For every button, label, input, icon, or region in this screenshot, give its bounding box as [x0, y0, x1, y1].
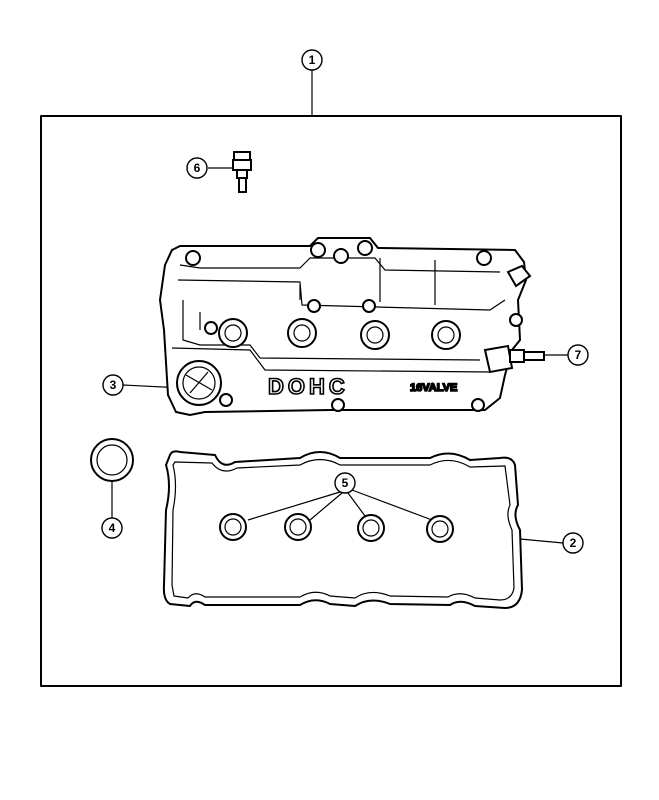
callout-5-label: 5	[342, 476, 349, 490]
callout-2: 2	[562, 532, 584, 554]
leader-lines	[111, 70, 568, 544]
seal-ring	[90, 438, 134, 482]
bolt-part	[232, 151, 252, 193]
callout-4-label: 4	[109, 521, 116, 535]
callout-1-label: 1	[309, 53, 316, 67]
pcv-valve	[483, 344, 545, 374]
callout-3: 3	[102, 374, 124, 396]
callout-4: 4	[101, 517, 123, 539]
callout-2-label: 2	[570, 536, 577, 550]
cover-gasket	[162, 450, 523, 609]
callout-6-label: 6	[194, 161, 201, 175]
callout-7: 7	[567, 344, 589, 366]
callout-5: 5	[334, 472, 356, 494]
cover-text-main: DOHC	[268, 374, 349, 399]
callout-7-label: 7	[575, 348, 582, 362]
cover-text-sub: 16VALVE	[410, 382, 457, 394]
oil-filler-cap	[176, 360, 222, 406]
callout-6: 6	[186, 157, 208, 179]
callout-3-label: 3	[110, 378, 117, 392]
callout-1: 1	[301, 49, 323, 71]
kit-frame	[40, 115, 622, 687]
